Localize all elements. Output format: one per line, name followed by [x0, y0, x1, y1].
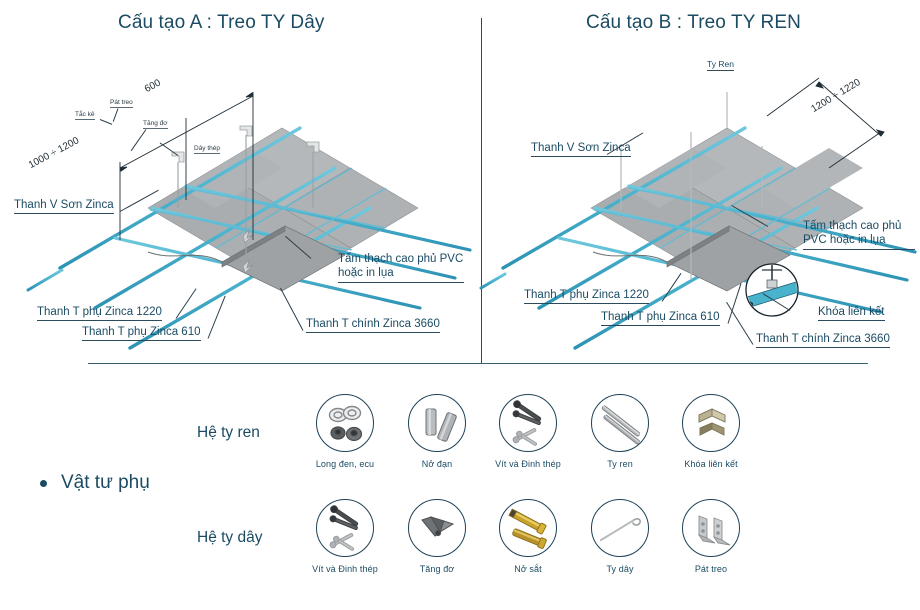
- callout-b-thanh-t-phu-1220: Thanh T phụ Zinca 1220: [524, 288, 649, 305]
- callout-b-khoa-lien-ket: Khóa liên kết: [818, 305, 885, 322]
- accessory-label: Vít và Đinh thép: [495, 459, 561, 469]
- panel-divider-horizontal: [88, 363, 868, 364]
- accessory-label: Long đen, ecu: [315, 459, 375, 469]
- accessory-row-label-ty-ren: Hệ ty ren: [197, 424, 260, 441]
- drop-in-anchor-icon: [408, 394, 466, 452]
- accessories-section-label: Vật tư phụ: [40, 472, 150, 494]
- accessory-item[interactable]: Vít và Đinh thép: [488, 394, 568, 469]
- washers-nuts-icon: [316, 394, 374, 452]
- threaded-rod-icon: [591, 394, 649, 452]
- accessory-label: Nở sắt: [514, 564, 542, 574]
- accessory-label: Nở đạn: [421, 459, 453, 469]
- wire-rod-icon: [591, 499, 649, 557]
- main-t-bars: [58, 126, 372, 350]
- locking-clip-icon: [682, 394, 740, 452]
- accessory-label: Khóa liên kết: [684, 459, 738, 469]
- accessory-item[interactable]: Long đen, ecu: [305, 394, 385, 469]
- dimension-lines: [766, 77, 885, 169]
- accessories-section: Vật tư phụ Hệ ty ren Hệ ty dây: [0, 372, 920, 610]
- callout-b-tam-thach-cao: Tấm thạch cao phủ PVC hoặc in lụa: [803, 219, 915, 250]
- screws-nails-icon: [499, 394, 557, 452]
- panel-divider-vertical: [481, 18, 482, 363]
- turnbuckle-icon: [408, 499, 466, 557]
- accessory-item[interactable]: Khóa liên kết: [671, 394, 751, 469]
- steel-anchor-icon: [499, 499, 557, 557]
- dropped-tile: [221, 225, 346, 292]
- callout-a-thanh-v-son-zinca: Thanh V Sơn Zinca: [14, 198, 114, 215]
- tang-do-turnbuckles: [242, 228, 254, 274]
- wall-angle-v: [479, 272, 507, 290]
- hanger-wires: [177, 135, 314, 272]
- accessory-label: Pát treo: [694, 564, 728, 574]
- callout-b-thanh-t-chinh-3660: Thanh T chính Zinca 3660: [756, 332, 890, 349]
- accessory-label: Ty dây: [606, 564, 634, 574]
- callout-b-thanh-v-son-zinca: Thanh V Sơn Zinca: [531, 141, 631, 158]
- accessory-label: Vít và Đinh thép: [312, 564, 378, 574]
- screws-nails-icon: [316, 499, 374, 557]
- accessory-item[interactable]: Pát treo: [671, 499, 751, 574]
- diagram-a-title: Cấu tạo A : Treo TY Dây: [118, 12, 325, 33]
- diagram-b-title: Cấu tạo B : Treo TY REN: [586, 12, 801, 33]
- label-tang-do: Tăng đơ: [143, 120, 168, 130]
- accessory-item[interactable]: Vít và Đinh thép: [305, 499, 385, 574]
- accessory-row-label-ty-day: Hệ ty dây: [197, 529, 263, 546]
- accessory-label: Tăng đơ: [419, 564, 455, 574]
- callout-a-thanh-t-chinh-3660: Thanh T chính Zinca 3660: [306, 317, 440, 334]
- callout-a-thanh-t-phu-1220: Thanh T phụ Zinca 1220: [37, 305, 162, 322]
- accessory-label: Ty ren: [607, 459, 633, 469]
- dropped-tile: [666, 225, 791, 292]
- accessory-item[interactable]: Tăng đơ: [397, 499, 477, 574]
- callout-b-thanh-t-phu-610: Thanh T phụ Zinca 610: [601, 310, 720, 327]
- callout-a-thanh-t-phu-610: Thanh T phụ Zinca 610: [82, 325, 201, 342]
- label-tac-ke: Tắc kê: [75, 111, 95, 121]
- label-pat-treo: Pát treo: [110, 99, 133, 109]
- accessories-section-label-text: Vật tư phụ: [61, 472, 150, 493]
- accessory-item[interactable]: Ty dây: [580, 499, 660, 574]
- accessory-item[interactable]: Nở sắt: [488, 499, 568, 574]
- diagram-b-isometric: 1200 ÷ 1220 Ty Ren: [479, 40, 920, 360]
- khoa-lien-ket-detail-inset: [745, 263, 799, 317]
- label-ty-ren: Ty Ren: [707, 59, 734, 71]
- threaded-rods: [620, 92, 763, 280]
- accessory-item[interactable]: Ty ren: [580, 394, 660, 469]
- label-day-thep: Dây thép: [194, 145, 221, 155]
- callout-a-tam-thach-cao: Tấm thạch cao phủ PVC hoặc in lụa: [338, 252, 464, 283]
- main-t-bars: [501, 126, 819, 350]
- wall-angle-v: [26, 268, 64, 292]
- diagram-a-isometric: 1000 ÷ 1200 600 Tắc kê Pát treo Tăng đơ …: [0, 40, 481, 360]
- accessory-item[interactable]: Nở đạn: [397, 394, 477, 469]
- bullet-icon: [40, 479, 47, 487]
- hanger-bracket-icon: [682, 499, 740, 557]
- dimension-lines: [119, 92, 254, 240]
